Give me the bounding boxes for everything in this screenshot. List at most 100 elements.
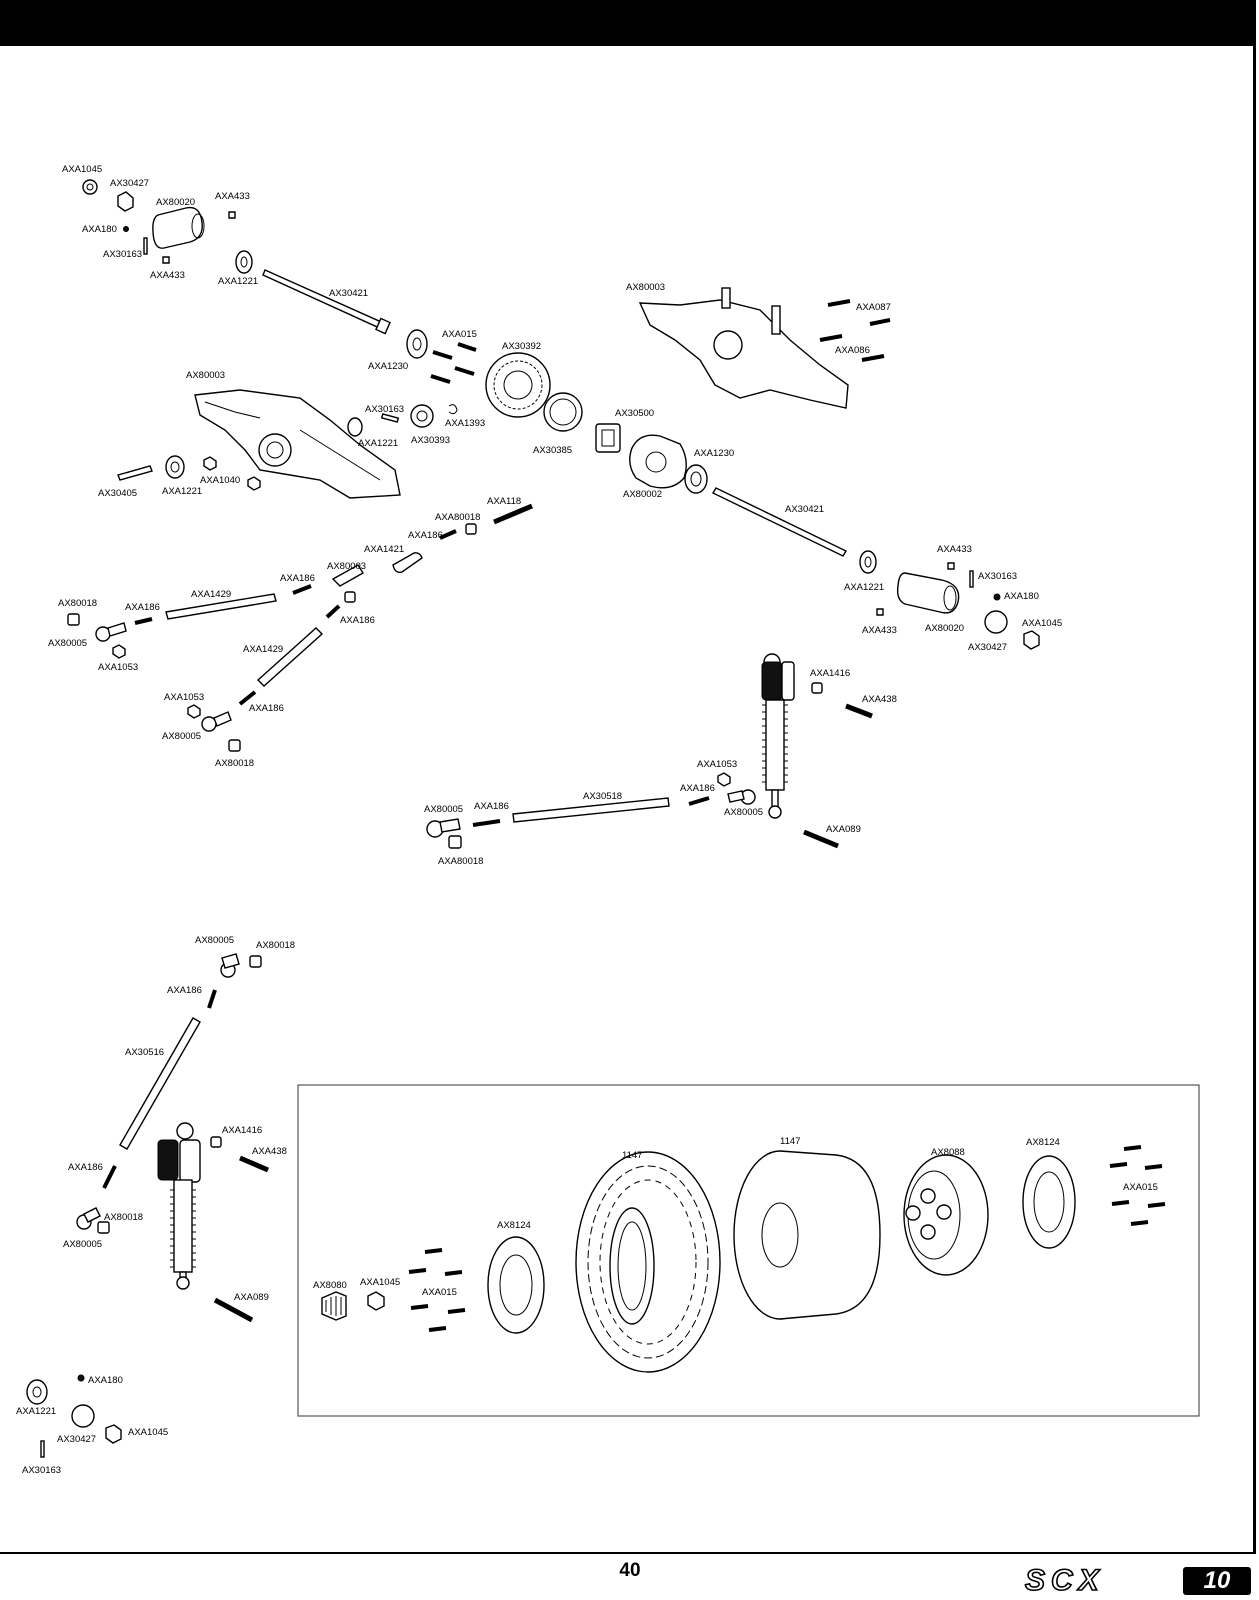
part-label: AX80018 (256, 940, 295, 951)
part-label: AX80005 (424, 804, 463, 815)
shock-absorber-part (157, 1122, 201, 1290)
bearing-part (347, 417, 363, 437)
part-label: AX30405 (98, 488, 137, 499)
part-label: AXA438 (252, 1146, 287, 1157)
header-bar (0, 0, 1256, 46)
part-label: AXA015 (442, 329, 477, 340)
part-label: AXA1221 (16, 1406, 56, 1417)
nut-part (1023, 630, 1040, 650)
page-border-bottom (0, 1552, 1256, 1554)
part-label: AXA186 (340, 615, 375, 626)
part-label: AXA80018 (435, 512, 480, 523)
part-label: AX30518 (583, 791, 622, 802)
part-label: AX30163 (978, 571, 1017, 582)
part-label: AX80005 (195, 935, 234, 946)
drive-cup-part (896, 572, 960, 614)
part-label: AXA089 (826, 824, 861, 835)
foam-insert-part (733, 1150, 881, 1320)
link-end-part (392, 552, 423, 574)
pin-dot-part (123, 226, 129, 232)
part-label: AX80018 (104, 1212, 143, 1223)
screw-group (430, 342, 477, 384)
part-label: AX30421 (329, 288, 368, 299)
part-label: AXA433 (862, 625, 897, 636)
part-label: AX80003 (327, 561, 366, 572)
locker-part (595, 423, 621, 453)
diff-locker-nut-part (71, 1404, 95, 1428)
part-label: AX80005 (724, 807, 763, 818)
bearing-part (82, 179, 98, 195)
link-rod-part (119, 1017, 201, 1150)
part-label: AX8080 (313, 1280, 347, 1291)
part-label: AXA089 (234, 1292, 269, 1303)
part-label: AXA186 (125, 602, 160, 613)
part-label: AX30427 (968, 642, 1007, 653)
bearing-part (859, 550, 877, 574)
axle-shaft-part (712, 487, 847, 557)
part-label: AXA118 (487, 496, 521, 507)
part-label: 1147 (622, 1150, 642, 1161)
part-label: AXA186 (280, 573, 315, 584)
stub-shaft-part (117, 465, 153, 481)
wheel-rim-part (903, 1154, 989, 1276)
part-label: AXA1393 (445, 418, 485, 429)
part-label: AXA1053 (98, 662, 138, 673)
axle-shaft-part (262, 269, 389, 332)
link-rod-part (256, 627, 324, 687)
part-label: AX80002 (623, 489, 662, 500)
part-label: AXA1045 (62, 164, 102, 175)
page-number: 40 (619, 1560, 641, 1581)
drive-cup-part (152, 206, 203, 249)
part-label: AXA80018 (438, 856, 483, 867)
part-label: AX80003 (626, 282, 665, 293)
pin-part (40, 1440, 45, 1458)
beadlock-ring-part (487, 1236, 545, 1334)
brand-logo-number: 10 (1183, 1567, 1251, 1595)
part-label: AXA1053 (164, 692, 204, 703)
part-label: AXA186 (408, 530, 443, 541)
part-label: AXA087 (856, 302, 891, 313)
part-label: AX30427 (110, 178, 149, 189)
part-label: AX8124 (1026, 1137, 1060, 1148)
part-label: AX30163 (103, 249, 142, 260)
part-label: AXA1045 (128, 1427, 168, 1438)
wheel-inset-box (297, 1084, 1200, 1417)
part-label: AXA186 (68, 1162, 103, 1173)
part-label: AX80018 (215, 758, 254, 769)
screw-group (408, 1248, 466, 1332)
axle-housing-part (194, 389, 401, 499)
brand-logo-text: SCX (1024, 1564, 1105, 1598)
part-label: AX80005 (48, 638, 87, 649)
part-label: AXA1416 (222, 1125, 262, 1136)
part-label: AXA015 (422, 1287, 457, 1298)
part-label: AXA438 (862, 694, 897, 705)
part-label: AXA180 (1004, 591, 1039, 602)
ring-gear-part (485, 352, 551, 418)
pin-part (143, 237, 148, 255)
link-rod-part (512, 797, 670, 823)
part-label: AXA1221 (844, 582, 884, 593)
part-label: AX30393 (411, 435, 450, 446)
part-label: AX30500 (615, 408, 654, 419)
part-label: AX30385 (533, 445, 572, 456)
part-label: AXA186 (249, 703, 284, 714)
part-label: AX30516 (125, 1047, 164, 1058)
part-label: AX30392 (502, 341, 541, 352)
part-label: AXA1045 (1022, 618, 1062, 629)
part-label: AXA186 (474, 801, 509, 812)
part-label: AXA086 (835, 345, 870, 356)
part-labels: AXA1045 AX30427 AX80020 AXA433 AXA180 AX… (16, 164, 1158, 1476)
part-label: AX80020 (925, 623, 964, 634)
part-label: AXA180 (82, 224, 117, 235)
diff-case-part (629, 434, 687, 489)
diff-locker-nut-part (984, 610, 1008, 634)
link-rod-part (165, 593, 277, 620)
part-label: AX80005 (63, 1239, 102, 1250)
part-label: AXA1221 (162, 486, 202, 497)
part-label: AXA186 (680, 783, 715, 794)
shock-absorber-part (761, 653, 795, 819)
part-label: AXA1221 (358, 438, 398, 449)
part-label: AXA1429 (191, 589, 231, 600)
part-label: AX30163 (365, 404, 404, 415)
part-label: AXA433 (150, 270, 185, 281)
